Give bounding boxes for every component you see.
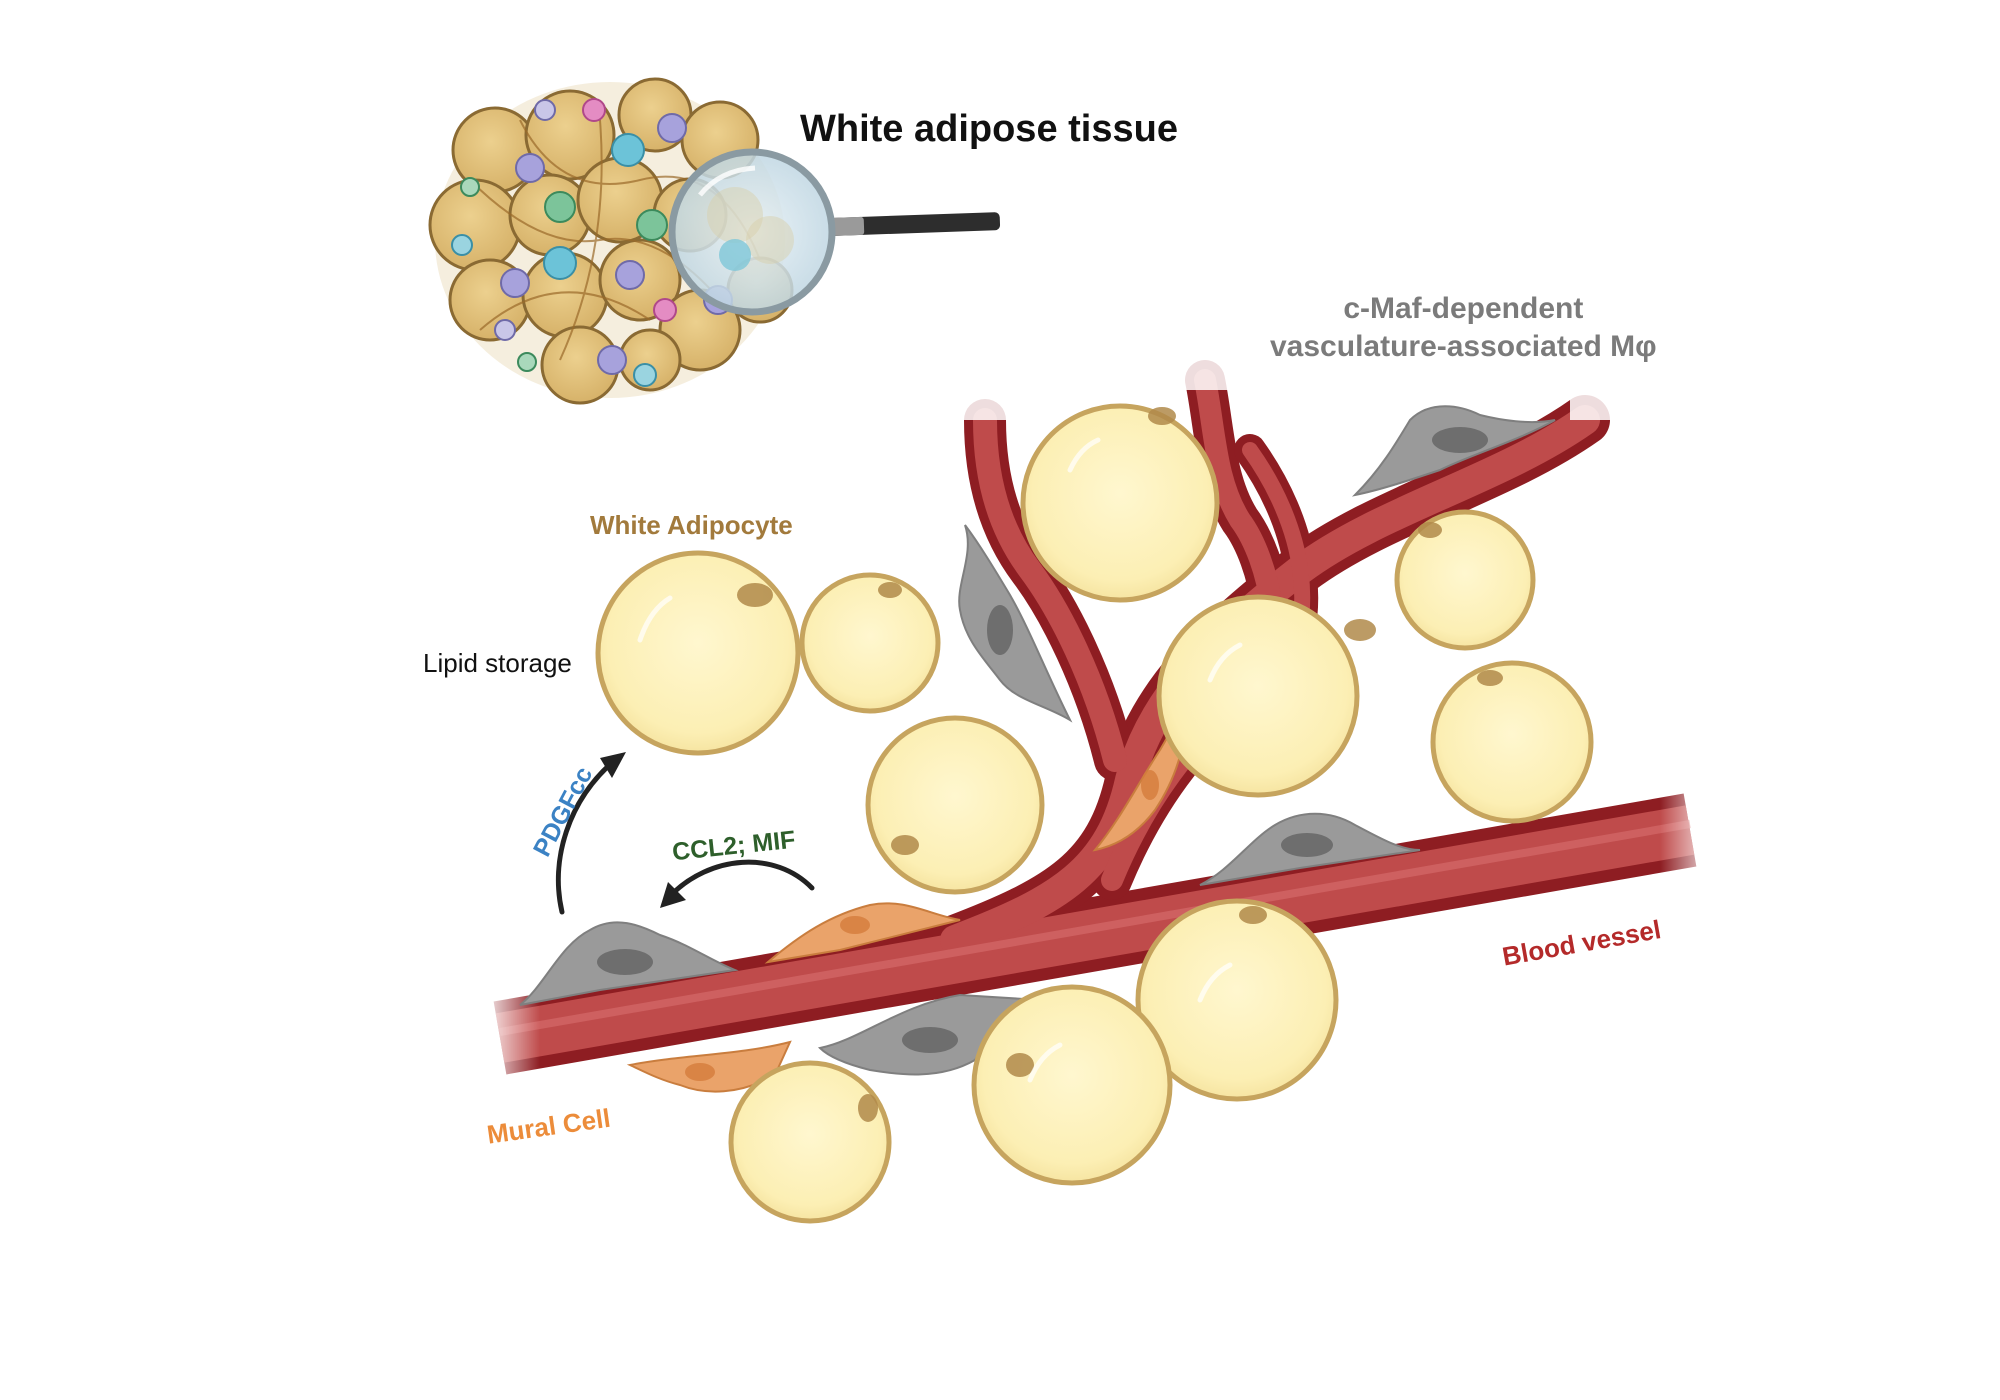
diagram-title: White adipose tissue	[800, 108, 1178, 150]
macrophage-label: c-Maf-dependent vasculature-associated M…	[1270, 290, 1657, 366]
lipid-storage-label: Lipid storage	[423, 648, 572, 678]
pdgfcc-arrowhead-icon	[600, 752, 626, 778]
ccl2-mif-arrow	[667, 859, 815, 899]
white-adipocyte-label: White Adipocyte	[590, 510, 793, 540]
macrophage-label-line1: c-Maf-dependent	[1343, 292, 1584, 325]
white-adipocytes	[595, 403, 1594, 1224]
adipocyte-nuclei	[737, 407, 1503, 1122]
mural-cells	[626, 694, 1187, 1093]
pdgfcc-arrow	[555, 757, 618, 915]
macrophage-label-line2: vasculature-associated Mφ	[1270, 330, 1657, 363]
ccl2-mif-arrowhead-icon	[660, 882, 686, 908]
magnifying-glass-icon	[668, 148, 1001, 316]
macrophage-nuclei	[597, 427, 1488, 1053]
